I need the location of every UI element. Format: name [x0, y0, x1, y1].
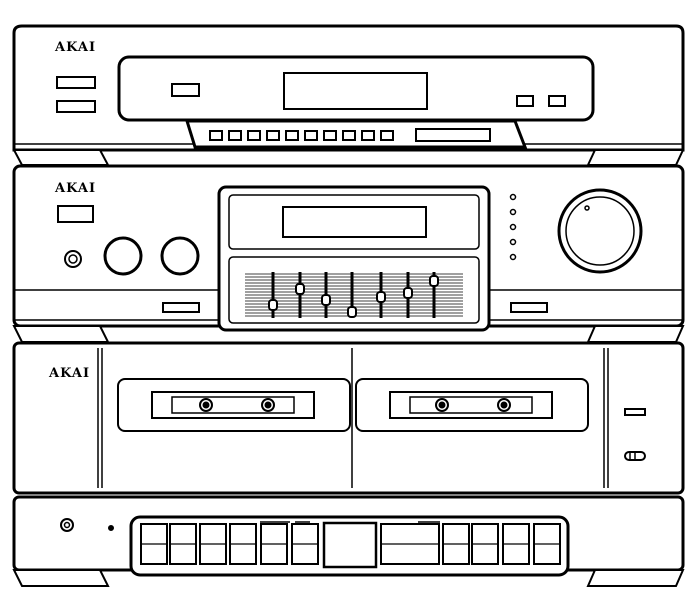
deck-brand-logo: AKAI: [48, 366, 90, 381]
tuner-button-upper[interactable]: [56, 76, 96, 89]
amplifier-unit: AKAI: [12, 164, 685, 343]
mic-jack[interactable]: [60, 518, 74, 532]
equalizer-scale: [245, 273, 463, 317]
preset-button[interactable]: [342, 130, 356, 141]
volume-knob[interactable]: [557, 188, 643, 274]
amplifier-foot-right: [586, 325, 685, 343]
equalizer-sliders: [268, 272, 439, 318]
input-selector-knob[interactable]: [103, 236, 143, 276]
graphic-equalizer: [228, 256, 480, 324]
indicator-led: [509, 253, 517, 261]
cassette-window-b: [389, 391, 553, 419]
eq-slider-knob[interactable]: [403, 287, 413, 299]
tuner-mode-button-1[interactable]: [516, 95, 534, 107]
tuner-power-button[interactable]: [171, 83, 200, 97]
base-foot-right: [586, 569, 685, 587]
preset-button[interactable]: [266, 130, 280, 141]
balance-knob[interactable]: [160, 236, 200, 276]
transport-buttons: [140, 521, 561, 569]
preset-button[interactable]: [304, 130, 318, 141]
base-foot-left: [12, 569, 110, 587]
tuner-foot-right: [586, 149, 685, 166]
control-unit: [12, 495, 685, 587]
preset-button[interactable]: [285, 130, 299, 141]
amplifier-function-button-right[interactable]: [510, 302, 548, 313]
eq-slider-knob[interactable]: [429, 275, 439, 287]
standby-led: [108, 525, 114, 531]
preset-button[interactable]: [323, 130, 337, 141]
indicator-led: [509, 238, 517, 246]
eq-slider-knob[interactable]: [347, 306, 357, 318]
volume-indicator-dot: [584, 205, 590, 211]
cassette-deck-unit: AKAI: [12, 341, 685, 495]
tuner-brand-logo: AKAI: [54, 40, 96, 55]
preset-button[interactable]: [380, 130, 394, 141]
preset-button[interactable]: [228, 130, 242, 141]
tuner-band-button[interactable]: [415, 128, 491, 142]
tuner-display: [283, 72, 428, 110]
eq-slider-knob[interactable]: [295, 283, 305, 295]
tuner-mode-button-2[interactable]: [548, 95, 566, 107]
indicator-led: [509, 208, 517, 216]
phones-jack[interactable]: [64, 250, 82, 268]
eq-slider-knob[interactable]: [376, 291, 386, 303]
preset-button[interactable]: [361, 130, 375, 141]
cassette-door-a[interactable]: [117, 378, 351, 432]
tuner-button-lower[interactable]: [56, 100, 96, 113]
indicator-led: [509, 193, 517, 201]
amplifier-display: [282, 206, 427, 238]
indicator-led: [509, 223, 517, 231]
amplifier-power-button[interactable]: [57, 205, 94, 223]
amplifier-foot-left: [12, 325, 110, 343]
preset-button[interactable]: [209, 130, 223, 141]
amplifier-function-button-left[interactable]: [162, 302, 200, 313]
eq-slider-knob[interactable]: [268, 299, 278, 311]
center-play-button[interactable]: [322, 521, 378, 569]
eq-slider-knob[interactable]: [321, 294, 331, 306]
tuner-unit: AKAI: [12, 24, 685, 166]
deck-eject-switch[interactable]: [624, 408, 646, 416]
amplifier-brand-logo: AKAI: [54, 181, 96, 196]
cassette-window-a: [151, 391, 315, 419]
cassette-door-b[interactable]: [355, 378, 589, 432]
preset-button[interactable]: [247, 130, 261, 141]
tuner-foot-left: [12, 149, 110, 166]
